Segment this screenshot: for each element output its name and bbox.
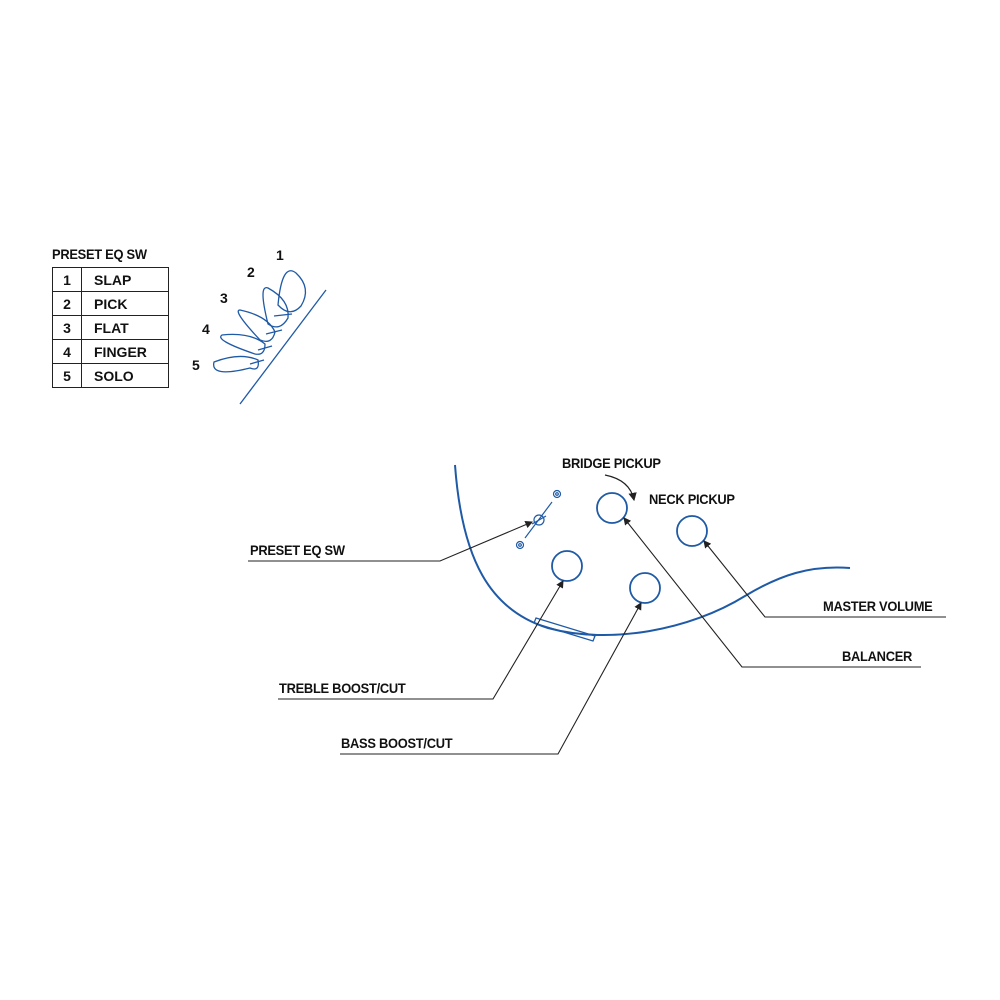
lever-position-1	[277, 270, 307, 313]
preset-num: 4	[52, 339, 82, 364]
switch-position-number: 5	[192, 357, 200, 373]
switch-plate-edge	[239, 289, 327, 405]
label-treble: TREBLE BOOST/CUT	[279, 680, 406, 696]
jack-plate	[533, 617, 596, 642]
preset-eq-switch-icon	[515, 489, 562, 550]
table-row: 2 PICK	[52, 291, 169, 316]
leader-bass	[340, 602, 642, 755]
lever-position-3	[237, 309, 276, 343]
switch-position-number: 2	[247, 264, 255, 280]
lever-position-5	[213, 355, 259, 373]
switch-position-number: 3	[220, 290, 228, 306]
table-row: 1 SLAP	[52, 267, 169, 292]
leader-treble	[278, 580, 564, 700]
table-row: 4 FINGER	[52, 339, 169, 364]
label-master-volume: MASTER VOLUME	[823, 598, 933, 614]
label-bridge-pickup: BRIDGE PICKUP	[562, 455, 661, 471]
preset-name: SOLO	[81, 363, 169, 388]
preset-num: 3	[52, 315, 82, 340]
pickup-rotation-arrow	[604, 474, 637, 502]
lever-position-2	[262, 287, 289, 328]
preset-name: PICK	[81, 291, 169, 316]
leader-balancer	[623, 517, 921, 668]
treble-knob	[551, 550, 583, 582]
label-preset-eq-sw: PRESET EQ SW	[250, 542, 345, 558]
body-outline-curve	[454, 464, 851, 637]
lever-position-4	[220, 333, 266, 355]
switch-lever-fan	[213, 270, 327, 405]
label-bass: BASS BOOST/CUT	[341, 735, 453, 751]
balancer-knob	[596, 492, 628, 524]
switch-position-number: 1	[276, 247, 284, 263]
bass-knob	[629, 572, 661, 604]
preset-name: FLAT	[81, 315, 169, 340]
preset-table-title: PRESET EQ SW	[52, 246, 147, 262]
label-neck-pickup: NECK PICKUP	[649, 491, 735, 507]
master-volume-knob	[676, 515, 708, 547]
table-row: 3 FLAT	[52, 315, 169, 340]
table-row: 5 SOLO	[52, 363, 169, 388]
preset-name: SLAP	[81, 267, 169, 292]
preset-eq-table: 1 SLAP 2 PICK 3 FLAT 4 FINGER 5 SOLO	[52, 267, 169, 388]
leader-master-volume	[703, 540, 946, 618]
label-balancer: BALANCER	[842, 648, 913, 664]
switch-position-number: 4	[202, 321, 210, 337]
leader-preset-eq-sw	[248, 521, 534, 562]
